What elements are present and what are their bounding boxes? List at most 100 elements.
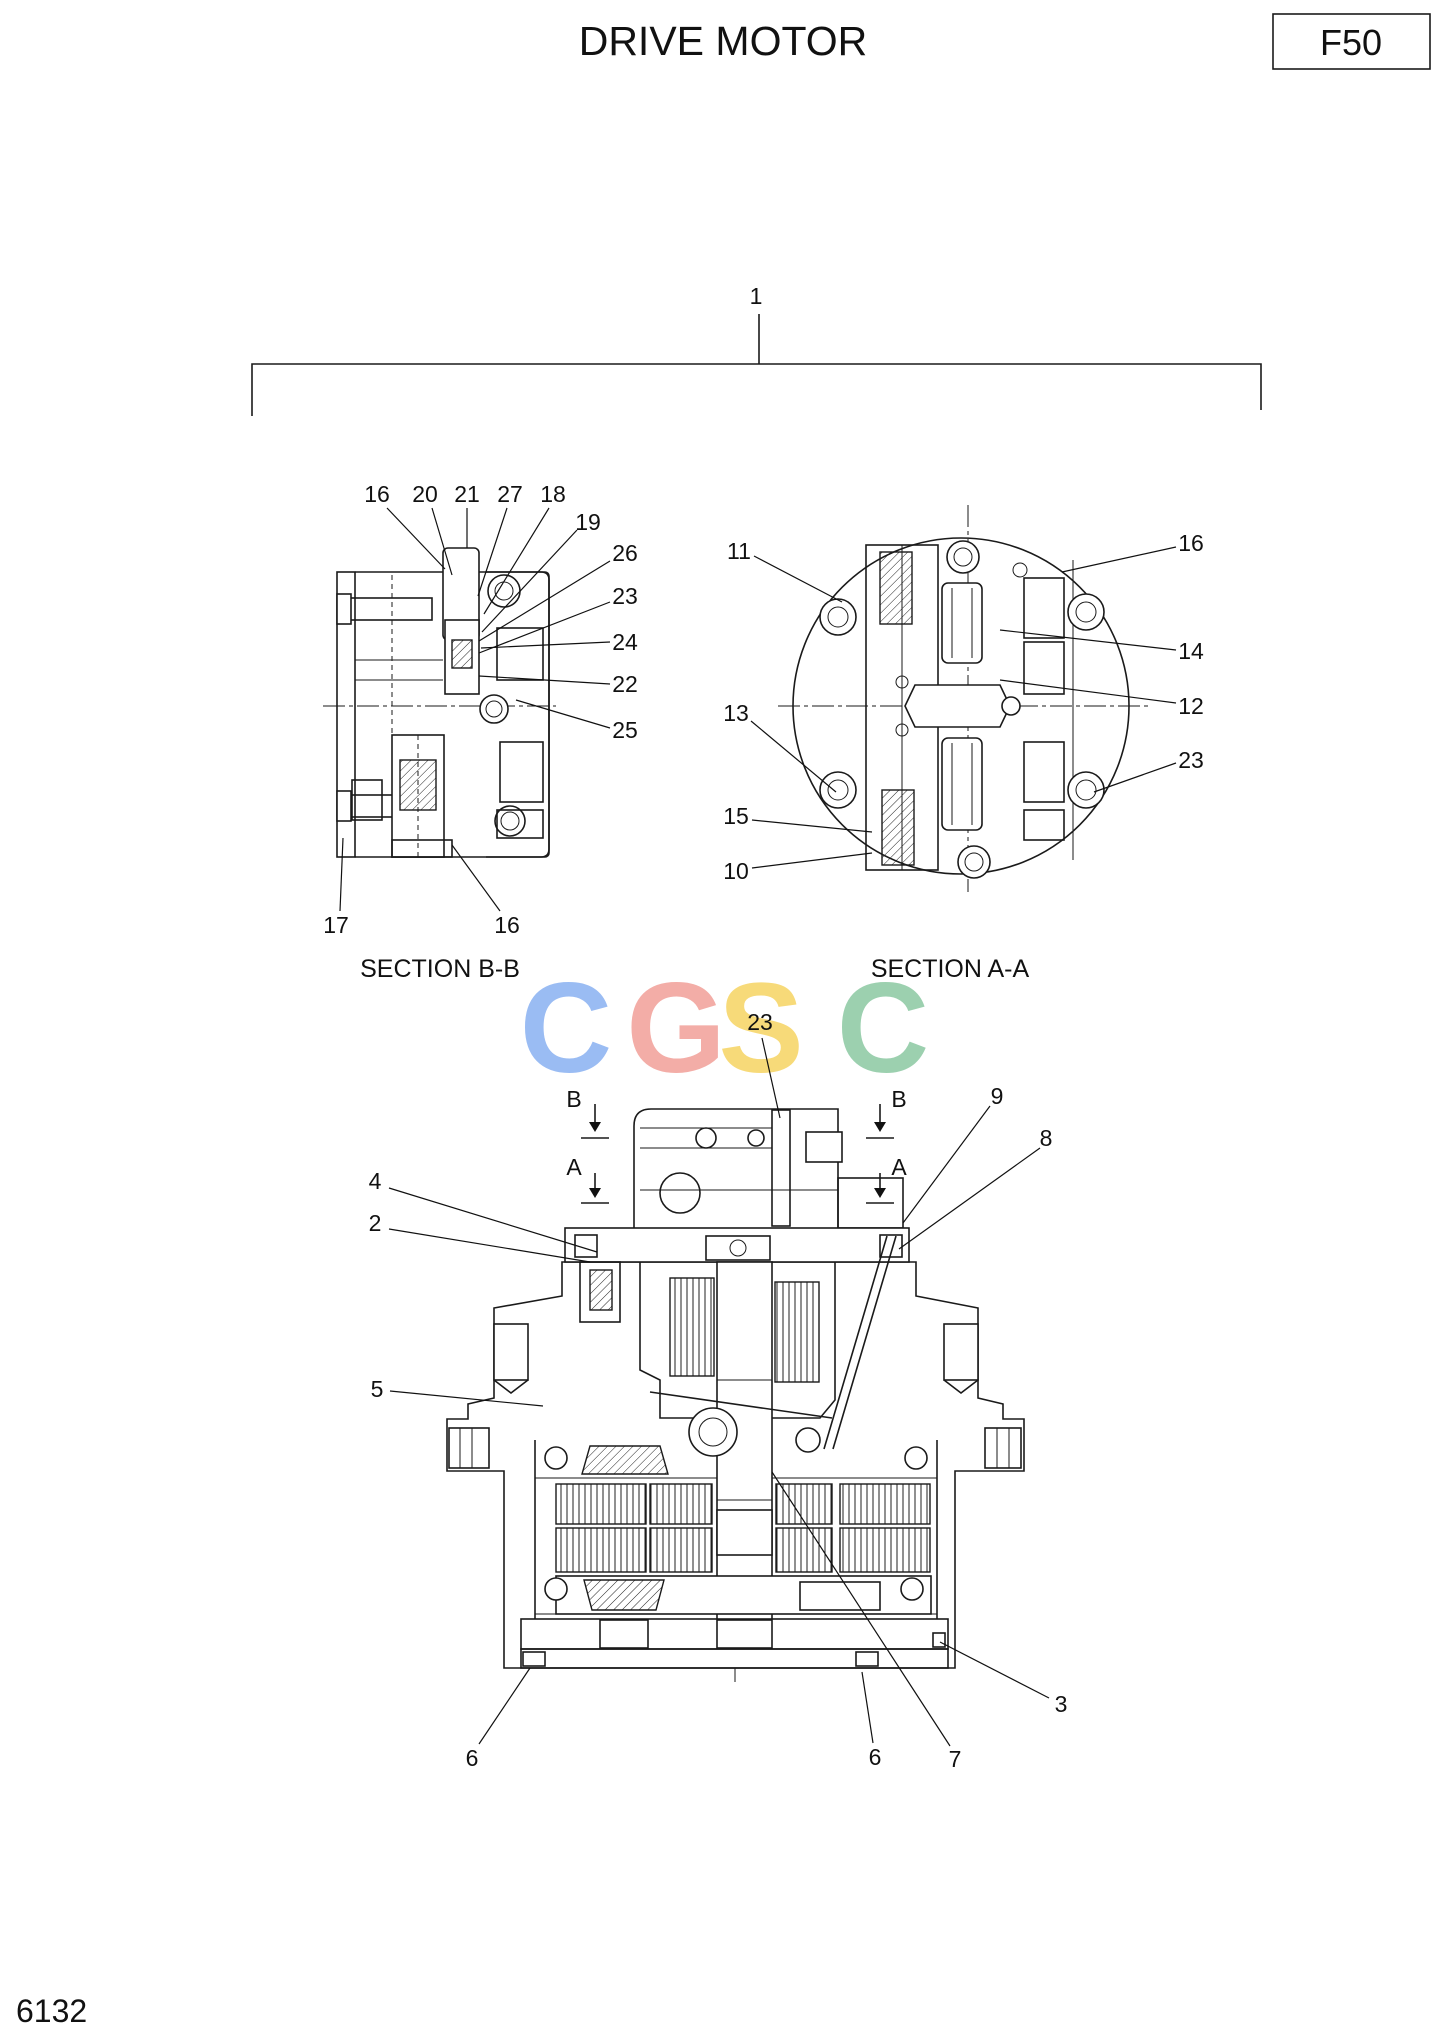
page-code: F50 [1320, 22, 1382, 63]
leader-line [902, 1105, 991, 1224]
piston [669, 1277, 715, 1377]
right-block [1023, 741, 1065, 803]
leader-line [388, 1187, 598, 1253]
planet-gear [555, 1483, 647, 1525]
upper-cylinder [941, 582, 983, 664]
bottom-plate [520, 1648, 949, 1669]
bearing [795, 1427, 821, 1453]
piston [774, 1281, 820, 1383]
bottom-tab [391, 839, 453, 858]
right-block [1023, 809, 1065, 841]
lower-cylinder [941, 737, 983, 831]
leader-line [1061, 546, 1177, 573]
cover-plug [659, 1172, 701, 1214]
section-marker-arrowhead [874, 1188, 886, 1198]
center-cross-piece [904, 684, 1011, 728]
section-aa-drawing [778, 505, 1151, 892]
bottom-bolt [855, 1651, 879, 1667]
leader-line [939, 1641, 1050, 1699]
seal-ring [900, 1577, 924, 1601]
callout-label: 4 [369, 1168, 382, 1194]
leader-line [478, 1667, 531, 1745]
callout-label: 16 [364, 481, 390, 507]
callout-label: 24 [612, 629, 638, 655]
callout-label: 8 [1040, 1125, 1053, 1151]
cover-bolt-inner [827, 606, 849, 628]
left-port [448, 1427, 490, 1469]
section-marker-arrowhead [874, 1122, 886, 1132]
right-mount-bolt-tip [943, 1379, 979, 1395]
leader-line [478, 560, 611, 642]
assembly-bracket: 1 [251, 283, 1262, 416]
leader-line [861, 1671, 874, 1744]
watermark-logo: C G S C [520, 957, 929, 1100]
leader-line [478, 675, 611, 685]
main-view-callouts: 23 9 8 4 2 5 3 6 6 7 [369, 1009, 1068, 1772]
callout-label: 7 [949, 1746, 962, 1772]
cover-plug [695, 1127, 717, 1149]
cover-bolt [1067, 593, 1105, 631]
leader-line [386, 507, 446, 570]
sheet-number: 6132 [16, 1993, 87, 2029]
leader-line [999, 629, 1177, 651]
left-mount-bolt-tip [493, 1379, 529, 1395]
bottom-spool [881, 789, 915, 866]
bottom-bolt [522, 1651, 546, 1667]
cover-bolt-inner [1075, 601, 1097, 623]
seal-ring [544, 1446, 568, 1470]
callout-label: 21 [454, 481, 480, 507]
leader-line [751, 852, 873, 869]
swash-plate [649, 1391, 833, 1419]
section-bb-label: SECTION B-B [360, 955, 520, 983]
leader-line [515, 699, 611, 729]
cover-plug [747, 1129, 765, 1147]
tapered-bearing [581, 1445, 669, 1475]
watermark-letter-c: C [837, 957, 929, 1100]
callout-label: 10 [723, 858, 749, 884]
plug [487, 574, 521, 608]
flange-bolt [574, 1234, 598, 1258]
leader-line [751, 819, 873, 833]
callout-label: 25 [612, 717, 638, 743]
planet-gear [775, 1527, 833, 1573]
plug [479, 694, 509, 724]
leader-line [481, 529, 578, 633]
leader-line [478, 601, 611, 654]
top-plug [946, 540, 980, 574]
seal-ring [904, 1446, 928, 1470]
main-bearing-inner [698, 1417, 728, 1447]
cover-bolt [819, 598, 857, 636]
planet-gear [649, 1527, 713, 1573]
leader-line [898, 1147, 1041, 1250]
sun-gear [716, 1509, 773, 1556]
rotor-housing [639, 1262, 836, 1419]
callout-label: 17 [323, 912, 349, 938]
leader-line [431, 507, 453, 576]
drain-pipe [823, 1235, 888, 1450]
leader-line [339, 837, 344, 912]
lower-bolt-head [336, 790, 352, 822]
cover-bolt [819, 771, 857, 809]
right-block [1023, 641, 1065, 695]
callout-label: 16 [494, 912, 520, 938]
bottom-lump [351, 779, 383, 821]
callout-label: 23 [612, 583, 638, 609]
right-mount-bolt [943, 1323, 979, 1381]
bottom-hub [716, 1619, 773, 1649]
cover-bolt-inner [827, 779, 849, 801]
top-spool [879, 551, 913, 625]
port-block [496, 809, 544, 839]
main-assembly-drawing: B B A A [446, 1086, 1025, 1682]
planet-gear [649, 1483, 713, 1525]
tapered-bearing [583, 1579, 665, 1611]
watermark-letter-g: G [626, 957, 726, 1100]
section-aa-label: SECTION A-A [871, 955, 1030, 983]
left-flange [336, 571, 356, 858]
callout-label: 23 [1178, 747, 1204, 773]
callout-label: 13 [723, 700, 749, 726]
port-block [499, 741, 544, 803]
callout-label: 19 [575, 509, 601, 535]
section-marker-letter: B [891, 1086, 906, 1112]
callout-label: 16 [1178, 530, 1204, 556]
